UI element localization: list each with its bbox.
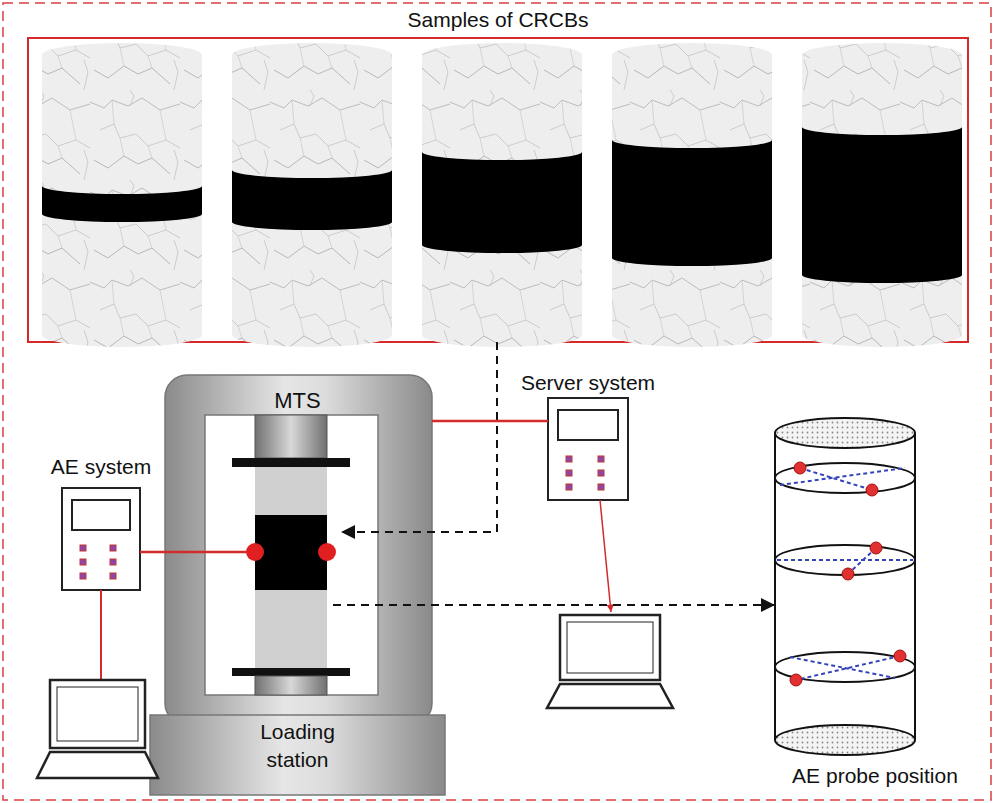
machine-label: Loading station [240, 718, 355, 774]
machine-title: MTS [150, 389, 445, 413]
server-device [548, 398, 628, 500]
server-laptop [547, 500, 673, 708]
ae-probe-cylinder: AE probe position [775, 418, 915, 755]
ae-laptop [37, 590, 158, 778]
device-heading: AE system [22, 454, 180, 479]
ae-probe-cylinder [775, 418, 915, 755]
outer-dashed-frame [3, 3, 991, 800]
samples-box: Samples of CRCBs [28, 38, 968, 342]
mts-machine [150, 375, 445, 795]
probe-dot [246, 543, 264, 561]
figure-caption: AE probe position [765, 763, 985, 788]
box-heading: Samples of CRCBs [28, 7, 968, 32]
signal-wire [432, 420, 548, 423]
dashed-arrow [341, 342, 497, 532]
server-system-box: Server system [548, 398, 628, 500]
mts-machine: MTS Loading station [150, 375, 445, 795]
device-heading: Server system [498, 370, 678, 395]
ae-system-device [62, 488, 140, 590]
ae-system-box: AE system [62, 488, 140, 590]
dashed-arrow [333, 604, 775, 606]
sample-cylinders [42, 43, 962, 347]
probe-dot [318, 543, 336, 561]
signal-wire [140, 551, 246, 554]
